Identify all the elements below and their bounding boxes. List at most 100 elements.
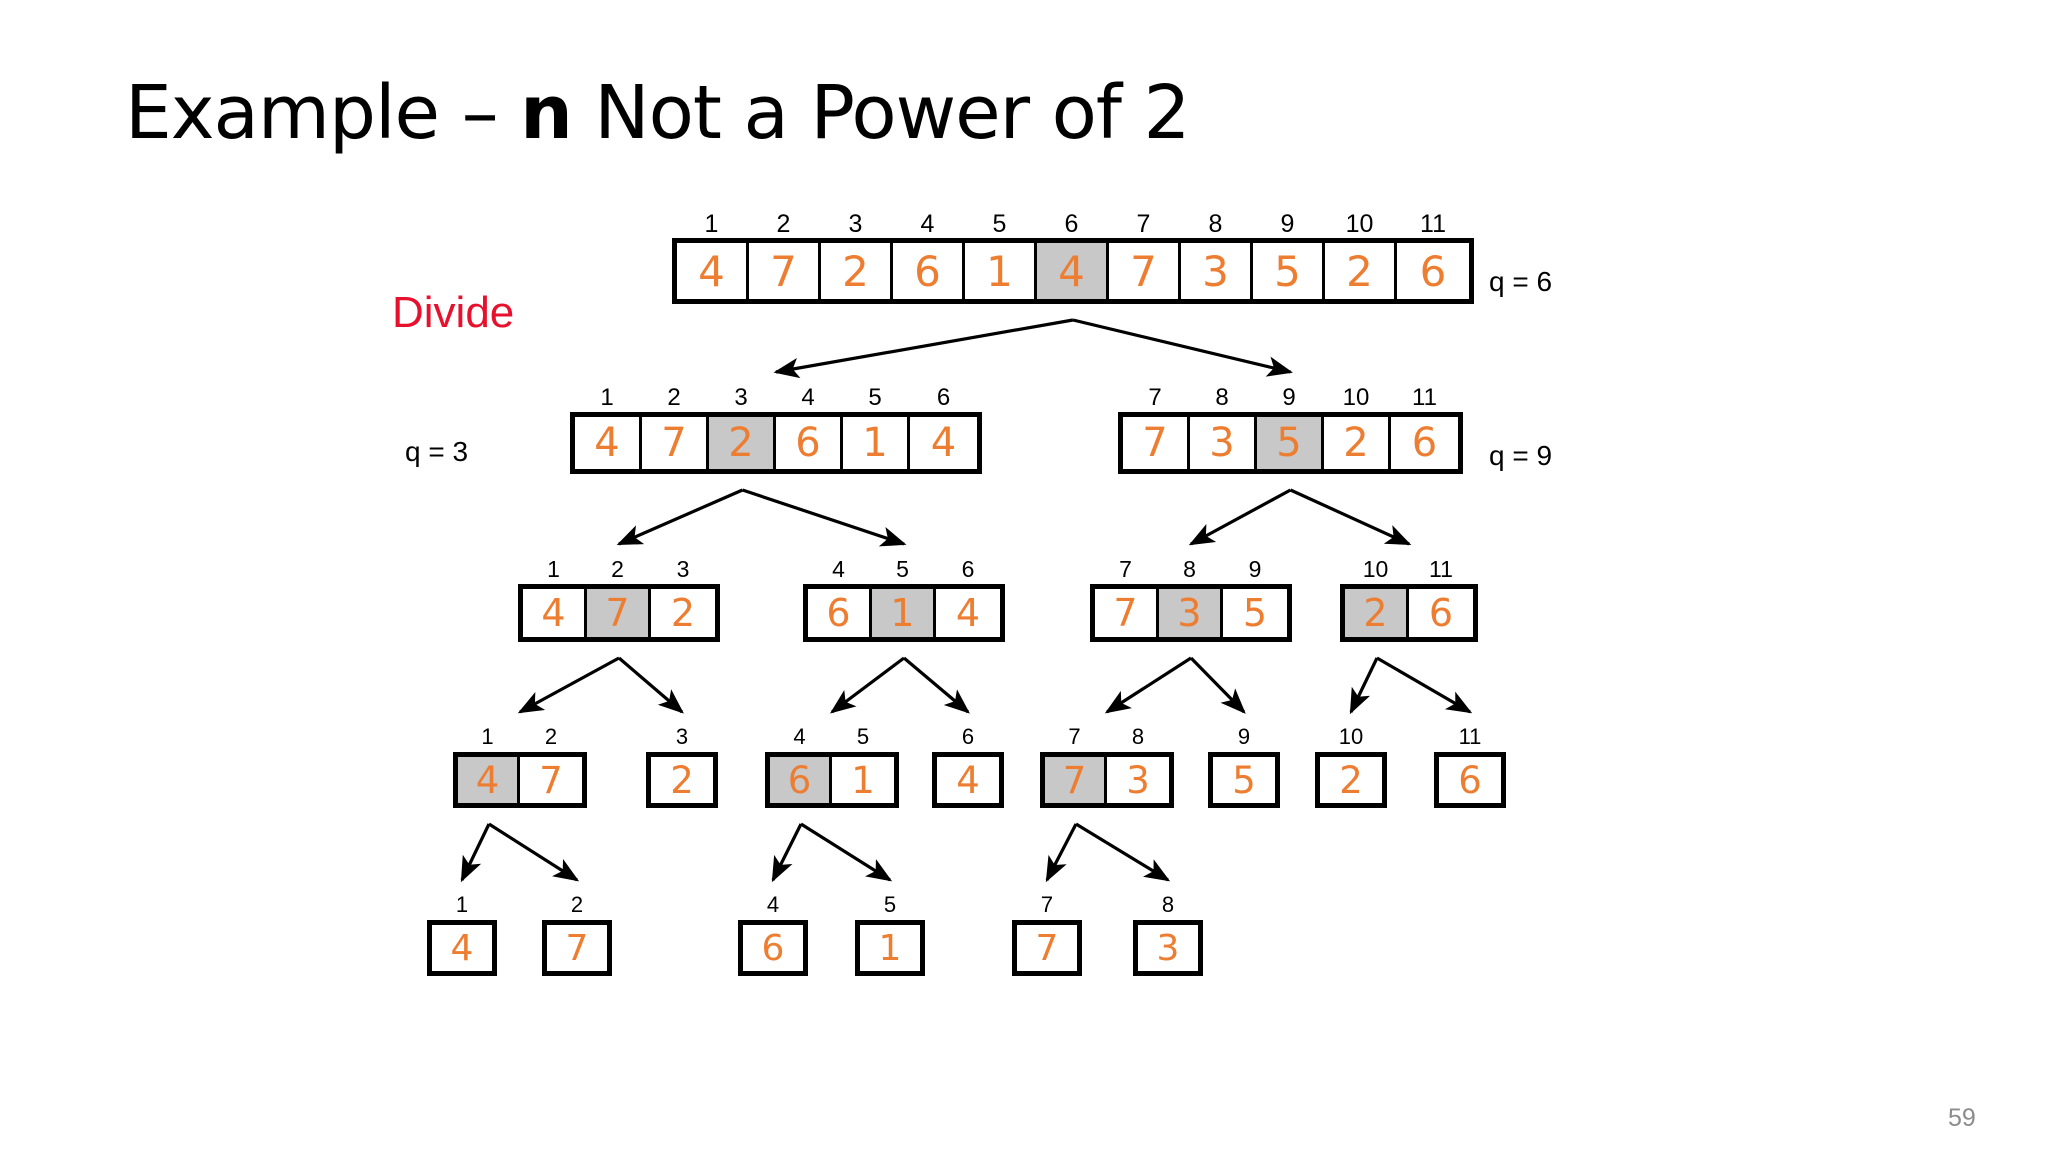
divide-arrow [616,488,744,546]
array-index-label: 7 [1148,384,1162,411]
array-cell-value: 7 [661,420,687,466]
array-cell-value: 6 [761,927,785,969]
array-index-label: 11 [1458,724,1482,749]
array-cell-value: 2 [1346,246,1373,296]
array-cell-value: 2 [1363,591,1388,635]
array-index-label: 10 [1342,384,1370,411]
array-cell-value: 4 [450,927,474,969]
divide-arrow [800,822,893,882]
array-cell-value: 6 [1411,420,1438,466]
array-index-label: 6 [961,724,975,749]
array-cell-value: 1 [851,758,875,802]
array-cell-value: 7 [1130,246,1157,296]
divide-arrow [488,822,580,882]
array-cell-value: 7 [1035,927,1059,969]
array-index-label: 2 [544,724,558,749]
array-cell-value: 1 [986,246,1013,296]
array-index-label: 2 [667,384,681,411]
array-index-label: 6 [1064,210,1079,238]
divide-arrow [1189,656,1246,714]
array-cell-value: 1 [890,591,915,635]
array-cell-value: 4 [594,420,620,466]
array-index-label: 8 [1183,556,1196,582]
divide-arrow [741,488,907,547]
array-index-label: 11 [1429,556,1453,582]
array-index-label: 3 [848,210,863,238]
array-cell-value: 2 [670,758,694,802]
divide-arrow [1045,823,1078,883]
divide-arrow [1376,656,1473,714]
divide-arrow [1075,822,1171,882]
array-index-label: 10 [1345,210,1374,238]
array-index-label: 9 [1280,210,1295,238]
array-cell-value: 4 [1058,246,1085,296]
divide-arrow [1289,488,1412,546]
array-index-label: 7 [1040,892,1054,917]
array-cell-value: 7 [565,927,589,969]
array-index-label: 5 [992,210,1007,238]
array-cell-value: 7 [1062,758,1087,802]
array-index-label: 6 [936,384,951,411]
array-cell-value: 6 [1458,758,1482,802]
array-cell-value: 7 [1113,591,1138,635]
array-index-label: 5 [896,556,909,582]
page-title: Example – n Not a Power of 2 [125,70,1191,156]
divide-arrow [771,823,803,883]
q-label-right: q = 9 [1489,440,1553,471]
array-index-label: 5 [868,384,882,411]
array-index-label: 8 [1215,384,1229,411]
array-cell-value: 5 [1232,758,1256,802]
array-index-label: 8 [1131,724,1145,749]
array-index-label: 4 [920,210,935,238]
array-cell-value: 5 [1276,420,1302,466]
array-index-label: 6 [961,556,975,582]
array-cell-value: 2 [1343,420,1369,466]
array-index-label: 8 [1161,892,1175,917]
divide-arrow [460,823,491,883]
array-index-label: 4 [832,556,845,582]
array-cell-value: 7 [539,758,563,802]
array-cell-value: 2 [728,420,754,466]
